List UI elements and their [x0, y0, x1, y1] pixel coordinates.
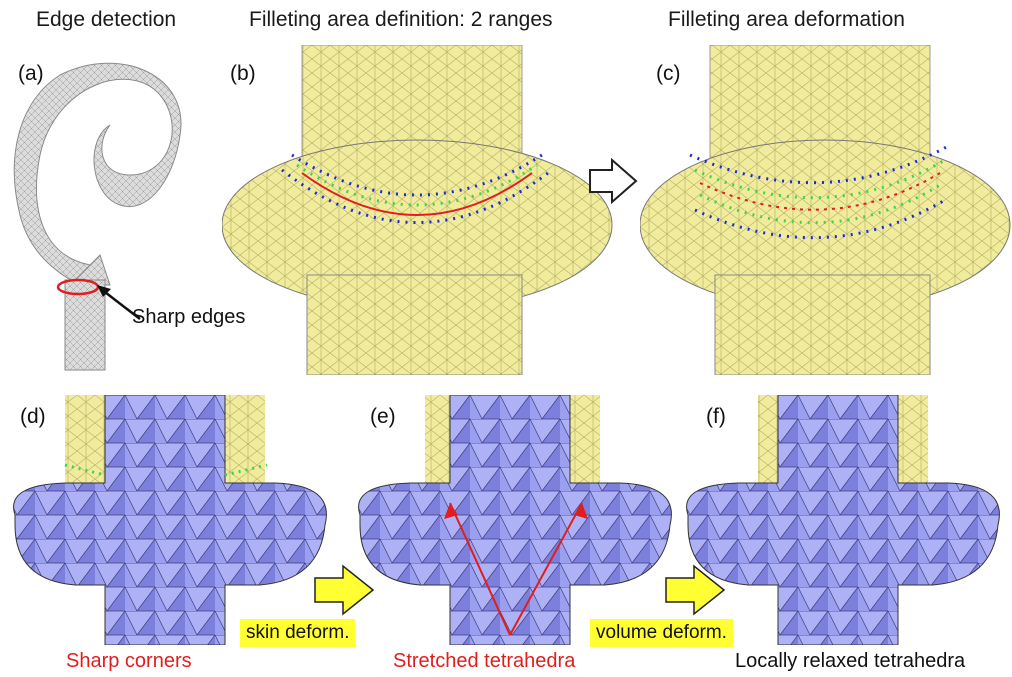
hollow-arrow-icon	[589, 158, 638, 204]
panel-label-c: (c)	[656, 62, 681, 85]
panel-label-e: (e)	[370, 405, 396, 428]
annotation-sharp-edges: Sharp edges	[132, 306, 246, 328]
tag-volume-deform: volume deform.	[590, 619, 733, 647]
yellow-arrow-icon-1	[314, 564, 375, 616]
yellow-arrow-icon-2	[665, 564, 726, 616]
panel-label-b: (b)	[230, 62, 256, 85]
panel-label-a: (a)	[18, 62, 44, 85]
caption-stretched-tetrahedra: Stretched tetrahedra	[393, 650, 576, 672]
panel-e-stretched-tetrahedra	[358, 395, 672, 645]
header-filleting-area-deformation: Filleting area deformation	[668, 8, 905, 31]
arrow-icon	[97, 285, 141, 320]
caption-sharp-corners: Sharp corners	[66, 650, 192, 672]
header-filleting-area-definition: Filleting area definition: 2 ranges	[249, 8, 553, 31]
caption-locally-relaxed-tetrahedra: Locally relaxed tetrahedra	[735, 650, 966, 672]
panel-f-relaxed-tetrahedra	[686, 395, 1000, 645]
header-edge-detection: Edge detection	[36, 8, 177, 31]
panel-label-f: (f)	[706, 405, 726, 428]
panel-b-fillet-definition	[222, 45, 613, 375]
panel-c-fillet-deformation	[640, 45, 1011, 375]
panel-label-d: (d)	[20, 405, 46, 428]
panel-d-sharp-corners	[13, 395, 327, 645]
tag-skin-deform: skin deform.	[240, 619, 356, 647]
panel-a-hook-mesh	[13, 62, 182, 371]
